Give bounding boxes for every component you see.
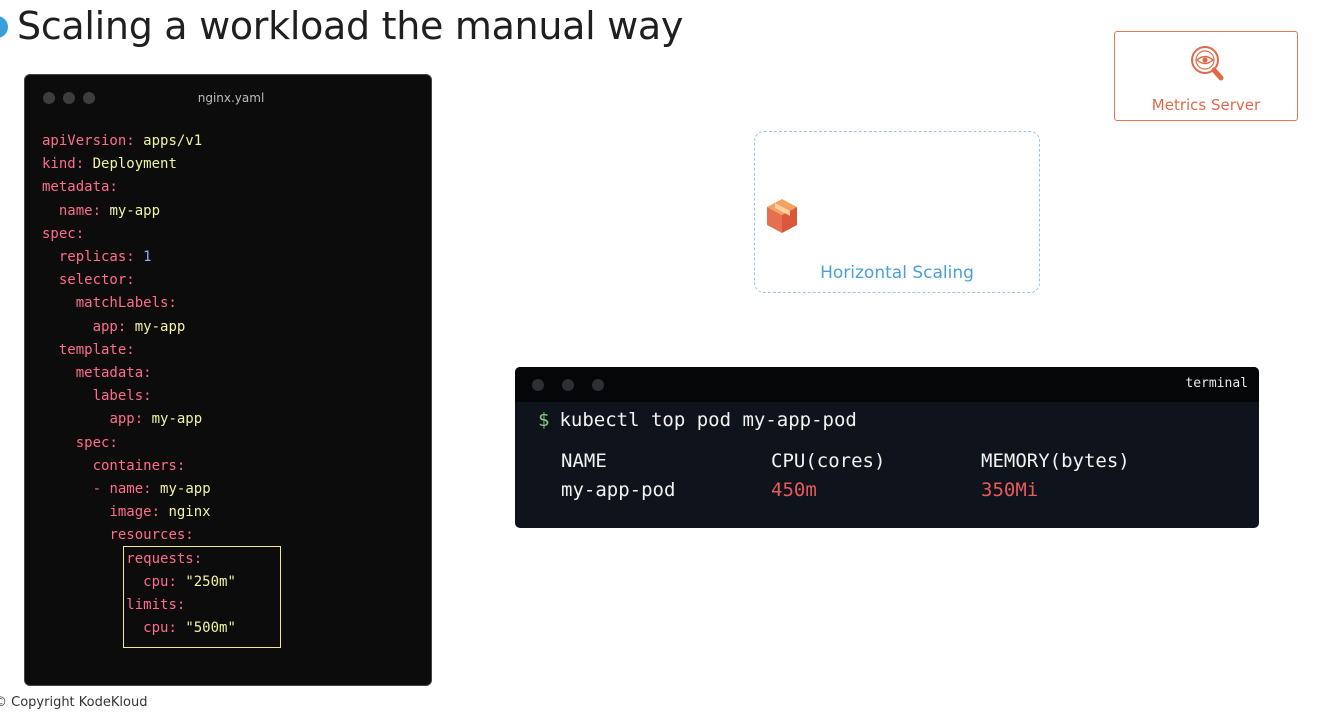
terminal-title: terminal <box>1185 376 1248 391</box>
close-dot[interactable] <box>43 92 55 104</box>
memory-value: 350Mi <box>981 479 1039 501</box>
yaml-key: app: <box>109 411 144 428</box>
metrics-server-label: Metrics Server <box>1151 96 1261 114</box>
yaml-key: cpu: <box>143 620 177 637</box>
terminal-titlebar: terminal <box>515 367 1259 402</box>
terminal-window: terminal $ kubectl top pod my-app-pod NAM… <box>515 367 1259 528</box>
terminal-command-line: $ kubectl top pod my-app-pod <box>538 409 857 431</box>
yaml-key: metadata: <box>42 179 118 196</box>
yaml-value: my-app <box>134 318 186 335</box>
yaml-value: my-app <box>151 411 203 428</box>
cpu-value: 450m <box>771 479 817 501</box>
yaml-code: apiVersion: apps/v1 kind: Deployment met… <box>42 130 236 640</box>
title-bullet <box>0 16 8 38</box>
window-controls <box>43 92 95 104</box>
yaml-key: requests: <box>126 550 203 567</box>
column-header-name: NAME <box>561 450 607 472</box>
yaml-value: "500m" <box>185 620 236 637</box>
yaml-key: cpu: <box>143 573 177 590</box>
yaml-key: image: <box>109 504 161 521</box>
terminal-window-controls <box>532 379 604 391</box>
yaml-editor-window: nginx.yaml apiVersion: apps/v1 kind: Dep… <box>24 74 432 686</box>
yaml-key: matchLabels: <box>75 295 177 312</box>
yaml-value: nginx <box>168 504 211 521</box>
pod-name-value: my-app-pod <box>561 479 676 501</box>
terminal-command: kubectl top pod my-app-pod <box>559 409 857 431</box>
yaml-key: containers: <box>92 457 186 474</box>
copyright-text: © Copyright KodeKloud <box>0 695 148 710</box>
yaml-key: template: <box>58 341 135 358</box>
page-title: Scaling a workload the manual way <box>17 4 684 48</box>
metrics-server-box: Metrics Server <box>1114 31 1298 121</box>
yaml-key: name: <box>58 202 102 219</box>
yaml-key: app: <box>92 318 127 335</box>
horizontal-scaling-box: Horizontal Scaling <box>754 131 1040 293</box>
editor-filename: nginx.yaml <box>197 91 265 105</box>
yaml-dash: - <box>92 481 102 498</box>
yaml-value: apps/v1 <box>143 133 203 149</box>
minimize-dot[interactable] <box>562 379 574 391</box>
maximize-dot[interactable] <box>592 379 604 391</box>
yaml-value: "250m" <box>185 573 236 590</box>
yaml-value: my-app <box>160 481 211 498</box>
yaml-key: kind: <box>42 156 85 173</box>
yaml-key: limits: <box>126 597 186 614</box>
maximize-dot[interactable] <box>83 92 95 104</box>
yaml-value: my-app <box>109 202 161 219</box>
column-header-cpu: CPU(cores) <box>771 450 886 472</box>
magnifier-eye-icon <box>1191 46 1224 81</box>
pod-cube-icon <box>767 199 797 233</box>
horizontal-scaling-label: Horizontal Scaling <box>820 263 974 283</box>
yaml-value: Deployment <box>92 156 177 173</box>
yaml-key: spec: <box>75 434 118 451</box>
close-dot[interactable] <box>532 379 544 391</box>
yaml-number: 1 <box>143 249 152 266</box>
yaml-key: name: <box>109 481 152 498</box>
yaml-key: apiVersion: <box>42 133 135 149</box>
yaml-key: resources: <box>109 527 194 544</box>
minimize-dot[interactable] <box>63 92 75 104</box>
yaml-key: selector: <box>58 272 135 289</box>
yaml-key: spec: <box>42 225 85 242</box>
column-header-memory: MEMORY(bytes) <box>981 450 1130 472</box>
terminal-prompt: $ <box>538 409 550 431</box>
yaml-key: labels: <box>92 388 152 405</box>
yaml-key: replicas: <box>58 249 135 266</box>
yaml-key: metadata: <box>75 365 152 382</box>
resources-highlight-box <box>123 546 281 648</box>
